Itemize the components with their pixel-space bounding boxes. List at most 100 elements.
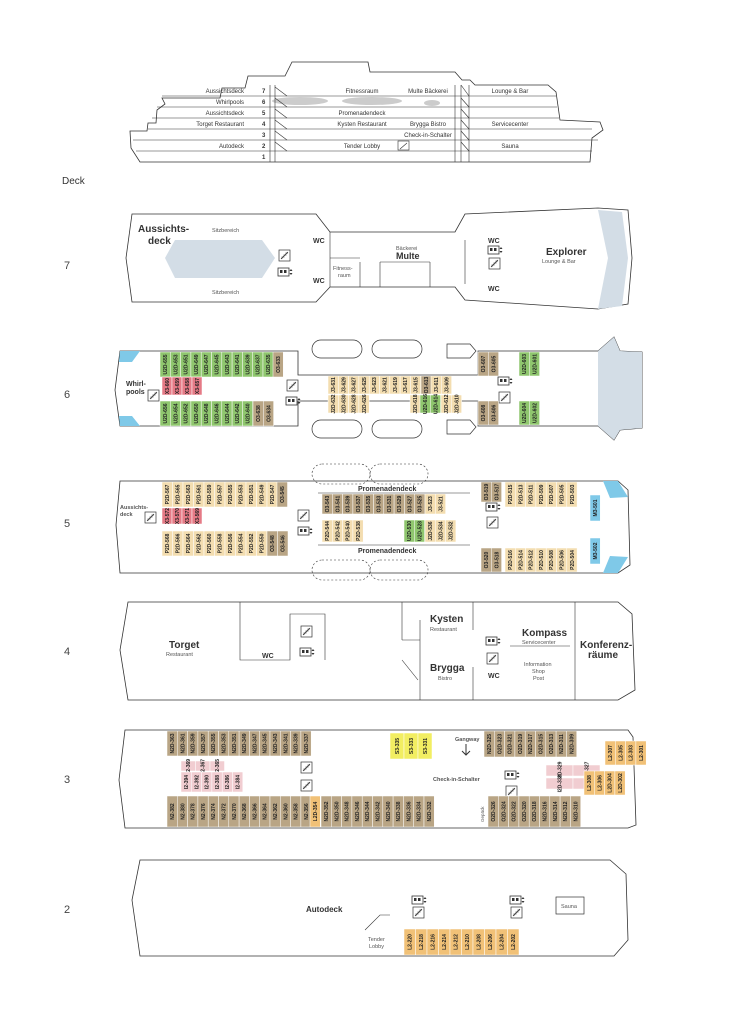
svg-text:O3-519: O3-519 bbox=[484, 483, 490, 500]
cabin: L2-208 bbox=[472, 928, 485, 956]
svg-text:J2D-632: J2D-632 bbox=[331, 394, 337, 413]
svg-text:N2D-340: N2D-340 bbox=[386, 801, 392, 821]
svg-text:O3-545: O3-545 bbox=[280, 486, 286, 503]
svg-text:N2-372: N2-372 bbox=[221, 803, 227, 820]
svg-text:U2D-655: U2D-655 bbox=[163, 354, 169, 374]
cabin: L2-220 bbox=[403, 928, 416, 956]
cabin: O3-608 bbox=[477, 400, 489, 426]
cabin: P2D-553 bbox=[235, 481, 247, 508]
cabin: O3-533 bbox=[373, 493, 385, 515]
svg-text:P2D-504: P2D-504 bbox=[570, 550, 576, 570]
svg-text:L2-305: L2-305 bbox=[618, 745, 624, 761]
cabin: P2D-547 bbox=[266, 481, 278, 508]
svg-text:N2D-342: N2D-342 bbox=[375, 801, 381, 821]
cabin: I2-386 bbox=[221, 771, 233, 793]
svg-text:O3-546: O3-546 bbox=[281, 535, 287, 552]
cabin: L2D-304 bbox=[604, 770, 616, 796]
profile-center-label: Fitnessraum bbox=[345, 89, 378, 95]
cabin: P2D-555 bbox=[224, 481, 236, 508]
cabin: L2-204 bbox=[495, 928, 508, 956]
cabin: X3-659 bbox=[171, 376, 183, 396]
cabin: U2D-530 bbox=[403, 519, 415, 543]
svg-text:I2-365: I2-365 bbox=[215, 759, 221, 773]
svg-text:L2-212: L2-212 bbox=[454, 934, 460, 950]
cabin: N2D-351 bbox=[228, 730, 240, 757]
cabin: L2-307 bbox=[604, 740, 616, 766]
svg-text:I2-384: I2-384 bbox=[235, 775, 241, 789]
svg-text:N2-356: N2-356 bbox=[304, 803, 310, 820]
profile-deck-num: 5 bbox=[262, 111, 266, 117]
d4-info: Information bbox=[524, 662, 552, 668]
cabin: O3-525 bbox=[414, 493, 426, 515]
svg-text:L2-301: L2-301 bbox=[639, 745, 645, 761]
svg-text:N2D-311: N2D-311 bbox=[559, 734, 565, 754]
svg-text:O2D-319: O2D-319 bbox=[518, 734, 524, 755]
cabin: U2D-649 bbox=[190, 351, 202, 378]
cabin: P2D-549 bbox=[256, 481, 268, 508]
cabin: J3-609 bbox=[441, 375, 452, 395]
cabin: I2-365 bbox=[209, 759, 225, 773]
cabin: O2D-313 bbox=[545, 730, 557, 758]
svg-text:O2D-321: O2D-321 bbox=[508, 734, 514, 755]
svg-text:N2D-334: N2D-334 bbox=[417, 801, 423, 821]
svg-text:P2D-566: P2D-566 bbox=[176, 533, 182, 553]
cabin: O3-607 bbox=[477, 351, 489, 377]
cabin: U2D-637 bbox=[252, 351, 264, 378]
cabin: X3-569 bbox=[191, 508, 203, 525]
svg-text:J2D-630: J2D-630 bbox=[341, 394, 347, 413]
svg-text:N2D-316: N2D-316 bbox=[542, 801, 548, 821]
svg-text:J2D-618: J2D-618 bbox=[413, 394, 419, 413]
cabin: N2D-339 bbox=[290, 730, 302, 757]
svg-text:U2D-650: U2D-650 bbox=[194, 403, 200, 423]
d7-multe: Multe bbox=[396, 251, 420, 261]
cabin: P2D-504 bbox=[566, 547, 578, 573]
svg-text:N2-378: N2-378 bbox=[191, 803, 197, 820]
svg-text:N2D-325: N2D-325 bbox=[487, 734, 493, 754]
d7-wc-3: WC bbox=[488, 238, 500, 245]
svg-text:O2D-313: O2D-313 bbox=[549, 734, 555, 755]
cabin: O3-537 bbox=[352, 493, 364, 515]
d7-sitzbereich-top: Sitzbereich bbox=[212, 228, 239, 234]
cabin: O3-539 bbox=[342, 493, 354, 515]
svg-text:L2-214: L2-214 bbox=[442, 934, 448, 950]
cabin: N2D-350 bbox=[331, 795, 342, 828]
cabin: L2-308 bbox=[583, 770, 595, 796]
cabin: N2D-346 bbox=[351, 795, 363, 828]
cabin: P2D-542 bbox=[332, 519, 343, 543]
svg-text:U2D-656: U2D-656 bbox=[163, 403, 169, 423]
d4-brygga: Brygga bbox=[430, 663, 465, 674]
cabin: U2D-635 bbox=[262, 351, 274, 378]
svg-text:N2D-338: N2D-338 bbox=[396, 801, 402, 821]
svg-text:U2D-646: U2D-646 bbox=[214, 403, 220, 423]
cabin: O3-546 bbox=[277, 530, 289, 557]
cabin: S3-335 bbox=[389, 732, 405, 760]
d7-aussichtsdeck: Aussichts- bbox=[138, 224, 189, 235]
cabin: N2D-355 bbox=[207, 730, 219, 757]
svg-text:N2D-309: N2D-309 bbox=[569, 734, 575, 754]
svg-text:O2D-324: O2D-324 bbox=[501, 801, 507, 822]
svg-text:J3-629: J3-629 bbox=[341, 377, 347, 393]
svg-text:U2D-641: U2D-641 bbox=[235, 354, 241, 374]
d3-gangway: Gangway bbox=[455, 737, 480, 743]
svg-text:J3-611: J3-611 bbox=[434, 377, 440, 393]
cabin: O3-633 bbox=[272, 351, 284, 378]
svg-text:N2D-317: N2D-317 bbox=[528, 734, 534, 754]
svg-text:O3-535: O3-535 bbox=[366, 495, 372, 512]
svg-text:N2D-351: N2D-351 bbox=[232, 733, 238, 753]
svg-text:S3-331: S3-331 bbox=[423, 738, 429, 754]
svg-text:U2D-642: U2D-642 bbox=[235, 403, 241, 423]
profile-right-label: Lounge & Bar bbox=[492, 89, 529, 95]
cabin: J3-629 bbox=[338, 375, 349, 395]
svg-text:P2D-556: P2D-556 bbox=[228, 533, 234, 553]
cabin: P2D-540 bbox=[342, 519, 354, 543]
cabin: N2D-314 bbox=[549, 795, 561, 828]
svg-text:L2D-302: L2D-302 bbox=[618, 773, 624, 793]
cabin: P2D-513 bbox=[515, 481, 526, 508]
cabin: P2D-507 bbox=[545, 481, 557, 508]
svg-text:N2D-346: N2D-346 bbox=[355, 801, 361, 821]
svg-text:J3-609: J3-609 bbox=[444, 377, 450, 393]
cabin: J3-523 bbox=[424, 493, 436, 515]
cabin: N2D-345 bbox=[259, 730, 271, 757]
